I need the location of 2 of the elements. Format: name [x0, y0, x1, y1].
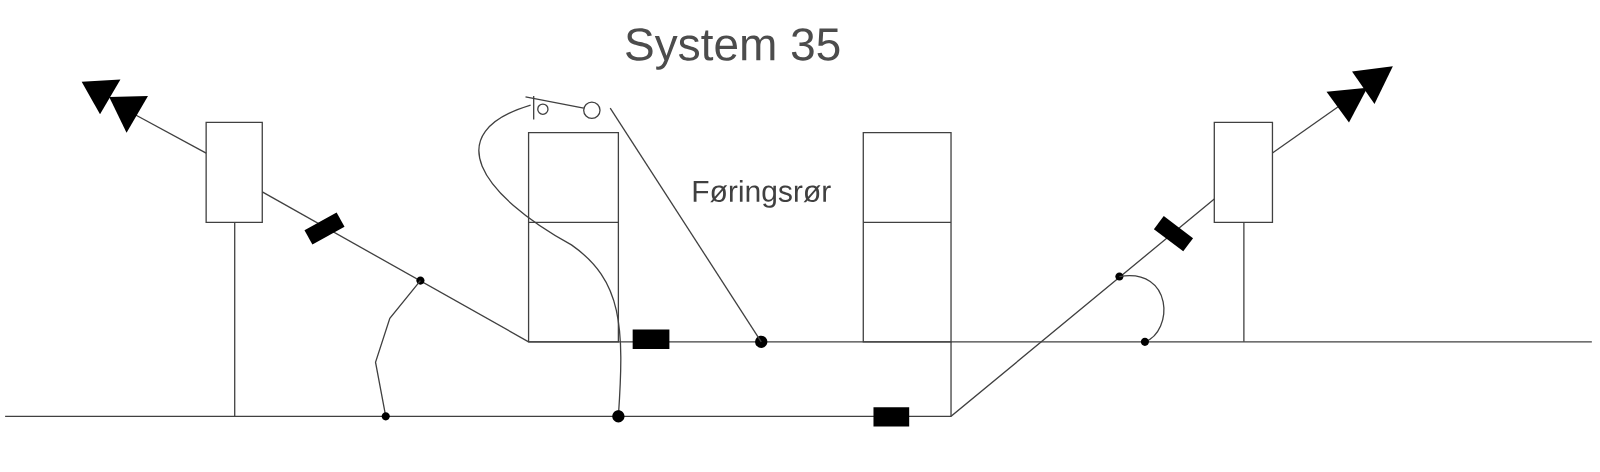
title: System 35 [626, 27, 840, 70]
part-label: Føringsrør [693, 179, 831, 208]
